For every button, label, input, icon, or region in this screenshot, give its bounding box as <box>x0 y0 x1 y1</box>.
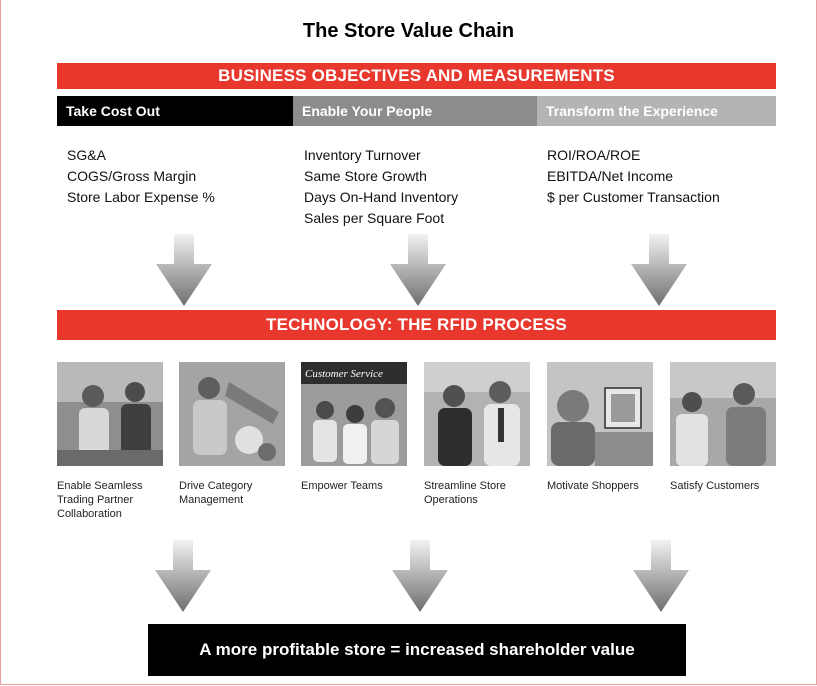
photo-sign-text: Customer Service <box>305 368 383 380</box>
column-heading-cost: Take Cost Out <box>57 96 293 126</box>
metric-item: SG&A <box>67 147 106 163</box>
result-banner: A more profitable store = increased shar… <box>148 624 686 676</box>
metrics-list-people: Inventory Turnover Same Store Growth Day… <box>304 145 458 229</box>
metric-item: Inventory Turnover <box>304 147 421 163</box>
photo-store-operations <box>424 362 530 466</box>
step-caption: Enable Seamless Trading Partner Collabor… <box>57 480 143 520</box>
metric-item: Sales per Square Foot <box>304 210 445 226</box>
technology-band: TECHNOLOGY: THE RFID PROCESS <box>57 310 776 340</box>
photo-empower-teams: Customer Service <box>301 362 407 466</box>
step-caption: Empower Teams <box>301 480 383 492</box>
step-caption: Drive Category Management <box>179 480 253 506</box>
page-title: The Store Value Chain <box>302 20 515 42</box>
objectives-band: BUSINESS OBJECTIVES AND MEASUREMENTS <box>57 63 776 89</box>
step-caption: Motivate Shoppers <box>547 480 639 492</box>
photo-satisfy-customers <box>670 362 776 466</box>
down-arrow-icon <box>633 540 689 612</box>
column-heading-people: Enable Your People <box>293 96 537 126</box>
metrics-list-experience: ROI/ROA/ROE EBITDA/Net Income $ per Cust… <box>547 145 720 208</box>
down-arrow-icon <box>631 234 687 306</box>
metric-item: ROI/ROA/ROE <box>547 147 641 163</box>
down-arrow-icon <box>392 540 448 612</box>
down-arrow-icon <box>156 234 212 306</box>
photo-motivate-shoppers <box>547 362 653 466</box>
metric-item: $ per Customer Transaction <box>547 189 720 205</box>
step-caption: Satisfy Customers <box>670 480 760 492</box>
metric-item: Same Store Growth <box>304 168 427 184</box>
down-arrow-icon <box>155 540 211 612</box>
metric-item: Store Labor Expense % <box>67 189 215 205</box>
photo-trading-partners <box>57 362 163 466</box>
column-heading-experience: Transform the Experience <box>537 96 776 126</box>
metric-item: Days On-Hand Inventory <box>304 189 459 205</box>
photo-category-management <box>179 362 285 466</box>
metrics-list-cost: SG&A COGS/Gross Margin Store Labor Expen… <box>67 145 215 208</box>
step-caption: Streamline Store Operations <box>424 480 506 506</box>
down-arrow-icon <box>390 234 446 306</box>
metric-item: COGS/Gross Margin <box>67 168 197 184</box>
metric-item: EBITDA/Net Income <box>547 168 674 184</box>
